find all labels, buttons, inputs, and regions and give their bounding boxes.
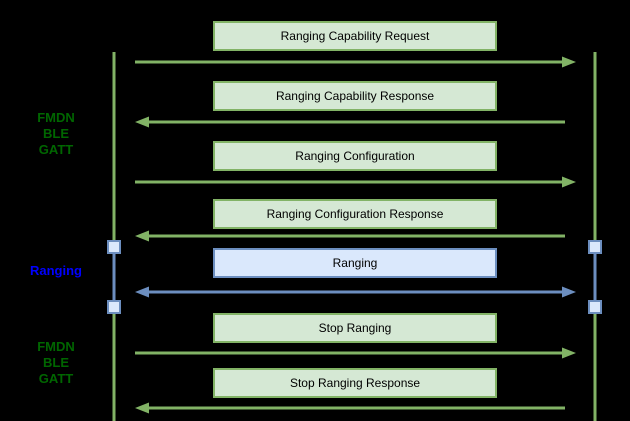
activation-square-left-bottom — [107, 300, 121, 314]
arrowhead-left-icon — [135, 116, 149, 128]
message-box-ranging-configuration-response: Ranging Configuration Response — [213, 199, 497, 229]
arrowhead-left-icon — [135, 402, 149, 414]
arrowhead-right-icon — [562, 56, 576, 68]
activation-square-left-top — [107, 240, 121, 254]
arrowhead-right-icon — [562, 347, 576, 359]
message-box-ranging-configuration: Ranging Configuration — [213, 141, 497, 171]
message-box-ranging: Ranging — [213, 248, 497, 278]
arrowhead-right-icon — [562, 286, 576, 298]
phase-label-ranging: Ranging — [30, 263, 82, 278]
message-box-stop-ranging-response: Stop Ranging Response — [213, 368, 497, 398]
phase-label-fmdn-ble-gatt-top: FMDN BLE GATT — [37, 110, 75, 157]
arrowhead-right-icon — [562, 176, 576, 188]
activation-square-right-bottom — [588, 300, 602, 314]
activation-square-right-top — [588, 240, 602, 254]
arrowhead-left-icon — [135, 286, 149, 298]
arrowhead-left-icon — [135, 230, 149, 242]
message-box-ranging-capability-request: Ranging Capability Request — [213, 21, 497, 51]
phase-label-fmdn-ble-gatt-bottom: FMDN BLE GATT — [37, 339, 75, 386]
message-box-ranging-capability-response: Ranging Capability Response — [213, 81, 497, 111]
message-box-stop-ranging: Stop Ranging — [213, 313, 497, 343]
